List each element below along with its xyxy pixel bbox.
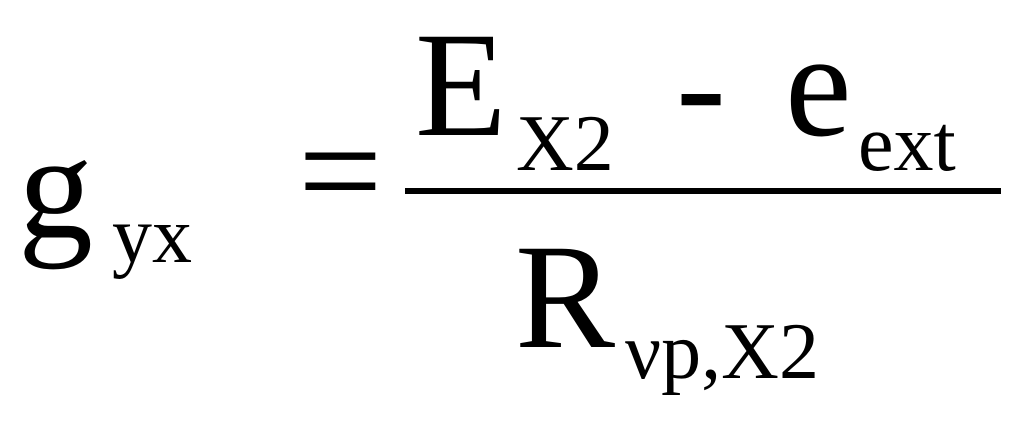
lhs-symbol: g (18, 104, 93, 270)
fraction-bar (405, 188, 1001, 194)
numerator-operator: - (676, 2, 726, 168)
numerator-term1-symbol: E (415, 2, 507, 168)
denominator-subscript: νp,X2 (625, 308, 819, 396)
equals-sign: = (298, 88, 383, 254)
numerator-term1-subscript: X2 (516, 100, 614, 188)
denominator-symbol: R (515, 214, 616, 380)
lhs-subscript: yx (112, 192, 192, 280)
numerator-term2-symbol: e (785, 2, 852, 168)
numerator-term2-subscript: ext (858, 100, 956, 188)
